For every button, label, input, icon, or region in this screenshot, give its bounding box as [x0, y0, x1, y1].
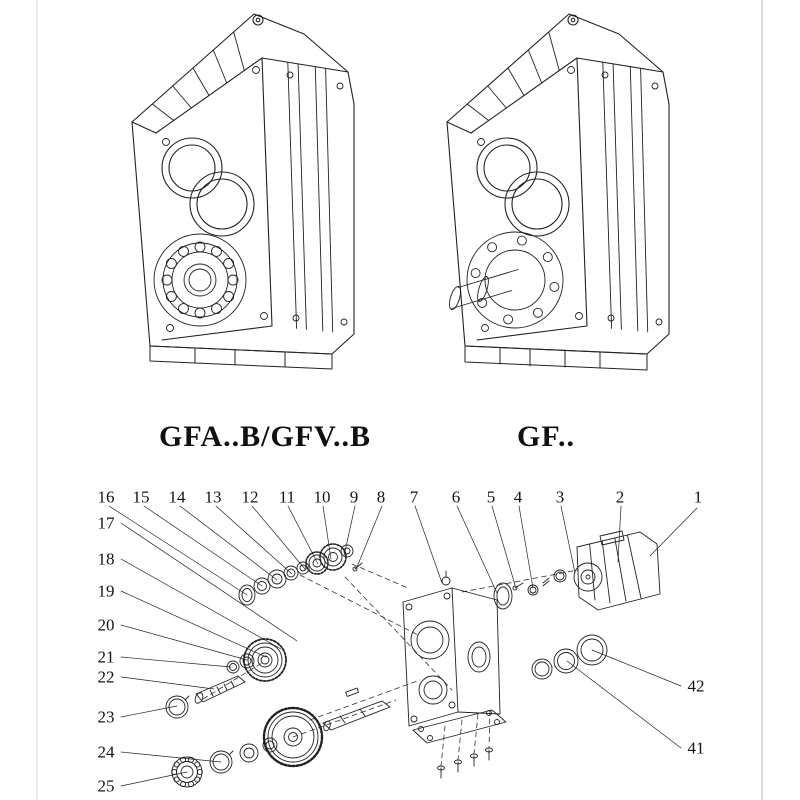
- corner-screws: [477, 66, 583, 332]
- callout-11: 11: [278, 487, 296, 507]
- leader-lines: [108, 505, 698, 787]
- input-bores: [161, 137, 255, 237]
- callout-12: 12: [241, 487, 259, 507]
- gear-housing: [402, 570, 501, 727]
- callout-20: 20: [97, 615, 115, 635]
- callout-22: 22: [97, 667, 115, 687]
- model-label-gf: GF..: [517, 420, 575, 453]
- output-flange-shaft: [448, 231, 564, 329]
- assembly-axes: [202, 563, 579, 767]
- callout-17: 17: [97, 513, 115, 533]
- callout-5: 5: [486, 487, 496, 507]
- callout-7: 7: [409, 487, 419, 507]
- callout-2: 2: [615, 487, 625, 507]
- side-bands: [286, 61, 348, 333]
- callout-21: 21: [97, 647, 115, 667]
- callout-18: 18: [97, 549, 115, 569]
- callout-6: 6: [451, 487, 461, 507]
- page-edge-lines: [36, 0, 763, 800]
- callout-4: 4: [513, 487, 523, 507]
- eyebolt-hole: [252, 14, 264, 26]
- model-label-gfab: GFA..B/GFV..B: [159, 420, 371, 453]
- callout-25: 25: [97, 776, 115, 796]
- input-small-parts: [493, 569, 567, 610]
- callout-1: 1: [693, 487, 703, 507]
- callout-16: 16: [97, 487, 115, 507]
- callout-3: 3: [555, 487, 565, 507]
- eyebolt-hole: [567, 14, 579, 26]
- callout-13: 13: [204, 487, 222, 507]
- cooling-fins: [151, 31, 245, 121]
- callout-10: 10: [313, 487, 331, 507]
- callout-9: 9: [349, 487, 359, 507]
- input-motor-adapter: [573, 530, 661, 611]
- cooling-fins: [466, 31, 560, 121]
- callout-24: 24: [97, 742, 115, 762]
- callout-23: 23: [97, 707, 115, 727]
- intermediate-gear-cluster: [165, 638, 287, 719]
- input-shaft-cluster: [238, 543, 363, 606]
- bottom-cover-gasket: [412, 709, 507, 744]
- mounting-base: [464, 345, 648, 371]
- output-bearing: [153, 233, 247, 327]
- callout-42: 42: [687, 676, 705, 696]
- cover-bolts: [437, 747, 493, 779]
- callout-41: 41: [687, 738, 705, 758]
- side-bands: [601, 61, 663, 333]
- gearbox-drawing-gfab: [131, 13, 355, 370]
- exploded-diagram: [108, 505, 698, 788]
- callout-8: 8: [376, 487, 386, 507]
- input-bores: [476, 137, 570, 237]
- callout-19: 19: [97, 581, 115, 601]
- gearbox-drawing-gf: [446, 13, 670, 371]
- mounting-base: [149, 345, 333, 370]
- callout-14: 14: [168, 487, 186, 507]
- callout-15: 15: [132, 487, 150, 507]
- output-shaft-cluster: [171, 687, 391, 788]
- seal-rings: [531, 634, 608, 680]
- corner-screws: [162, 66, 268, 332]
